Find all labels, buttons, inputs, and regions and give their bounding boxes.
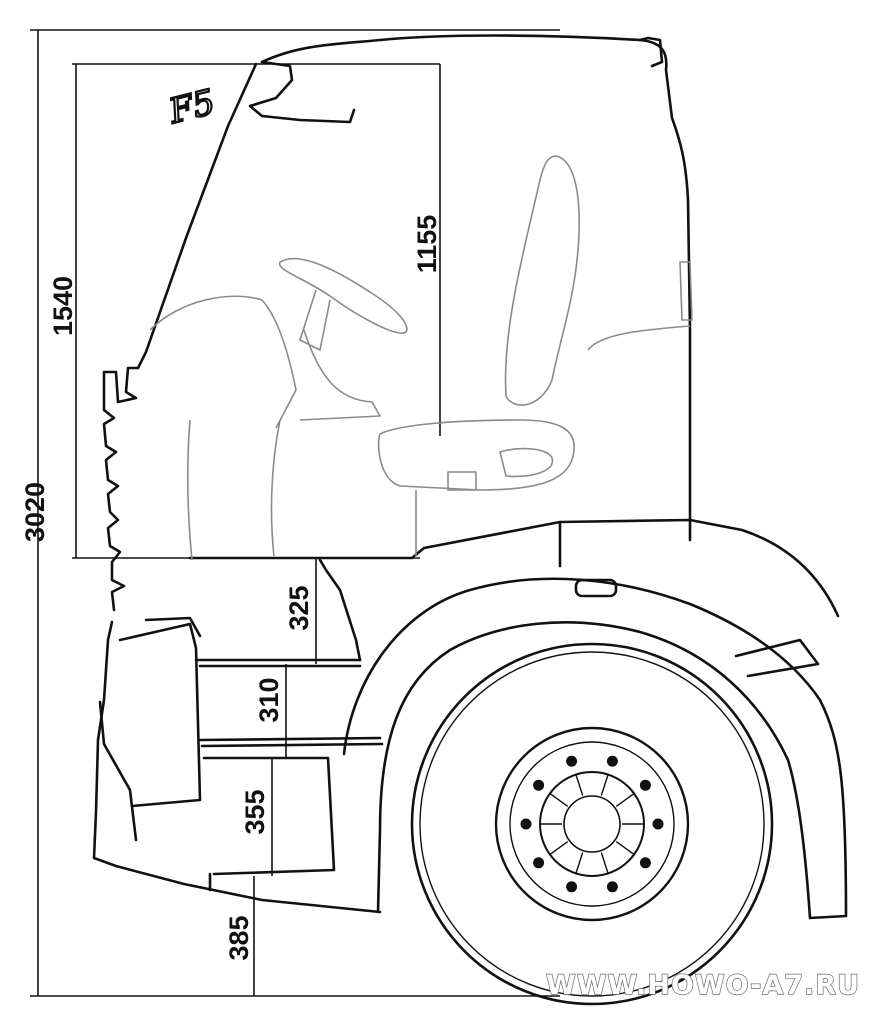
steering-column [299, 289, 331, 351]
wheel-nut [566, 881, 578, 893]
roof-spoiler [638, 36, 664, 68]
seat-cushion [377, 419, 575, 491]
dashboard [149, 295, 297, 429]
seat-lever [499, 447, 554, 478]
seat-base [447, 471, 477, 491]
roof-outline [260, 34, 692, 522]
wheel-nut [652, 818, 664, 830]
hub-spoke [575, 774, 584, 796]
wheel-nut [606, 755, 618, 767]
hub-spoke [600, 774, 609, 796]
overall-height-label: 3020 [20, 482, 50, 542]
windshield-height-label: 1540 [48, 276, 78, 336]
step-lower [202, 756, 336, 876]
rear-wall-line [587, 325, 691, 351]
grille-edge [102, 366, 140, 612]
body-line [188, 518, 840, 618]
fender-lamp [734, 638, 820, 678]
door-edge [318, 558, 362, 662]
step-upper [194, 658, 362, 668]
cab-front-lower [144, 616, 202, 638]
wheel-nuts [520, 755, 664, 893]
steering-wheel [278, 257, 408, 334]
tire-outer [410, 642, 774, 1006]
step-middle [198, 736, 384, 748]
seat-back [504, 155, 580, 406]
wheel-nut [566, 755, 578, 767]
fender [342, 577, 848, 920]
wheel-nut [606, 881, 618, 893]
wheel-nut [520, 818, 532, 830]
watermark: WWW.HOWO-A7.RU [546, 970, 860, 1001]
pedal-box [299, 329, 381, 421]
upper-step-label: 325 [284, 585, 314, 630]
handwritten-mark: F5 [164, 82, 219, 132]
hub-spoke [549, 841, 569, 856]
a-pillar [136, 62, 258, 370]
hub-spoke [615, 792, 635, 807]
middle-step-label: 310 [254, 677, 284, 722]
hub-spoke [549, 792, 569, 807]
wheel-nut [533, 857, 545, 869]
wheel-nut [639, 857, 651, 869]
panel-seams [558, 518, 692, 568]
rim [494, 726, 690, 922]
bumper-detail [98, 700, 138, 842]
hub-spoke [600, 852, 609, 874]
rear-handle [679, 261, 693, 321]
cab-interior [149, 155, 693, 561]
side-marker [574, 578, 618, 598]
ground-step-label: 385 [224, 915, 254, 960]
wheel-nut [639, 779, 651, 791]
tire-inner-edge [419, 651, 765, 997]
rim-inner [509, 741, 675, 907]
wheel-nut [533, 779, 545, 791]
hub-spoke [575, 852, 584, 874]
dash-lower [187, 419, 193, 561]
front-wheel [410, 642, 774, 1006]
lower-step-label: 355 [240, 789, 270, 834]
bumper-outline [92, 620, 382, 914]
headlight-housing [118, 622, 202, 808]
console [270, 419, 281, 557]
cab-outline [92, 34, 848, 920]
mirror-arm [248, 60, 356, 124]
seat-to-roof-label: 1155 [412, 215, 442, 274]
hub-cap [563, 795, 621, 853]
dimension-labels: 3020 1540 1155 325 310 355 385 [20, 215, 442, 961]
hub-spoke [615, 841, 635, 856]
